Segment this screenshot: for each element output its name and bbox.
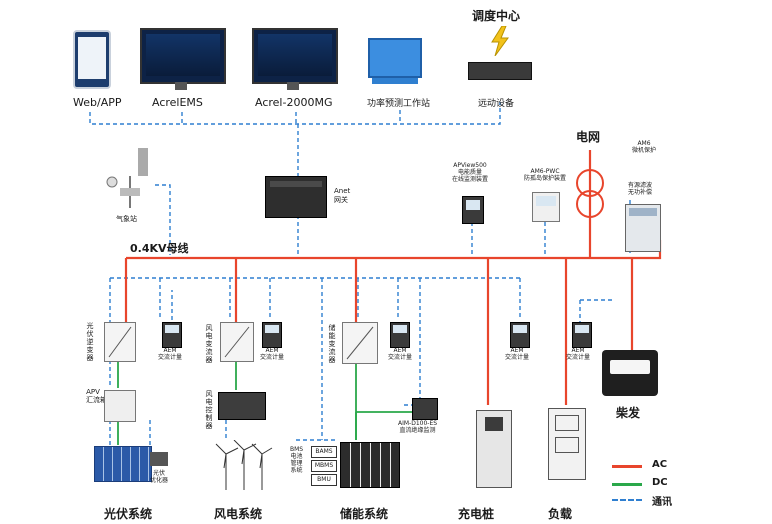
wind-meter-device (262, 322, 282, 348)
pv-meter-label: AEM 交流计量 (158, 347, 183, 361)
wind-controller-device (218, 392, 266, 420)
charger-title: 充电桩 (458, 507, 495, 521)
weather-station-icon (100, 148, 160, 210)
bams-box: BAMS (311, 446, 337, 458)
wind-meter-label: AEM 交流计量 (260, 347, 285, 361)
load-meter-device (572, 322, 592, 348)
mbms-text: MBMS (314, 462, 334, 469)
monitor-stand (175, 82, 187, 90)
pv-inverter-label: 光伏逆变器 (86, 322, 94, 362)
bmu-text: BMU (317, 476, 331, 483)
optimizer-icon (150, 452, 168, 466)
wind-turbine-icon (212, 439, 274, 490)
dispatch-center-label: 调度中心 (472, 9, 521, 23)
gateway-label: Anet 网关 (334, 187, 351, 204)
wind-system-title: 风电系统 (214, 507, 263, 521)
keyboard-icon (372, 78, 418, 84)
gateway-device (265, 176, 327, 218)
wind-controller-label: 风电控制器 (205, 390, 213, 430)
storage-system-title: 储能系统 (340, 507, 389, 521)
pq-monitor-device (462, 196, 484, 224)
load-cabinet-icon (548, 408, 586, 480)
pv-meter-device (162, 322, 182, 348)
anti-island-label: AM6-PWC 防孤岛保护装置 (524, 168, 567, 182)
bus-label: 0.4KV母线 (130, 242, 189, 255)
acrel-2000mg-monitor (252, 28, 338, 84)
dc-meter-label: AIM-D100-ES 直流绝缘监测 (398, 420, 438, 434)
storage-pcs-device (342, 322, 378, 364)
optimizer-label: 光伏 优化器 (150, 470, 169, 484)
pq-monitor-label: APView500 电能质量 在线监测装置 (452, 162, 489, 183)
pv-combiner-label: APV 汇流箱 (86, 388, 107, 404)
relay-label: AM6 微机保护 (632, 140, 657, 154)
acrel-2000mg-label: Acrel-2000MG (255, 96, 333, 109)
pv-combiner-device (104, 390, 136, 422)
workstation-icon (368, 38, 422, 78)
solar-panel-icon (94, 446, 152, 482)
diesel-generator-icon (602, 350, 658, 396)
storage-pcs-label: 储能变流器 (328, 324, 336, 364)
anti-island-device (532, 192, 560, 222)
storage-meter-device (390, 322, 410, 348)
acrel-ems-label: AcrelEMS (152, 96, 203, 109)
remote-device-label: 远动设备 (478, 99, 515, 109)
legend-dc-label: DC (652, 477, 668, 488)
var-comp-label: 有源滤波 无功补偿 (628, 182, 653, 196)
legend-dc-swatch (612, 483, 642, 486)
charger-meter-device (510, 322, 530, 348)
phone-device (73, 30, 111, 89)
load-meter-label: AEM 交流计量 (566, 347, 591, 361)
storage-meter-label: AEM 交流计量 (388, 347, 413, 361)
dc-meter-device (412, 398, 438, 420)
mbms-box: MBMS (311, 460, 337, 472)
comm-lines (89, 102, 631, 450)
forecast-station-label: 功率预测工作站 (367, 99, 431, 109)
dc-lines (117, 362, 420, 445)
ac-lines (124, 150, 662, 405)
legend-ac-swatch (612, 465, 642, 468)
charger-meter-label: AEM 交流计量 (505, 347, 530, 361)
monitor-stand (287, 82, 299, 90)
pv-inverter-device (104, 322, 136, 362)
legend-ac-label: AC (652, 459, 668, 470)
bams-text: BAMS (315, 448, 333, 455)
pv-system-title: 光伏系统 (104, 507, 153, 521)
bmu-box: BMU (311, 474, 337, 486)
web-app-label: Web/APP (73, 96, 122, 109)
load-title: 负载 (548, 507, 573, 521)
diesel-title: 柴发 (616, 406, 641, 420)
acrel-ems-monitor (140, 28, 226, 84)
transformer-icon (576, 169, 604, 218)
grid-label: 电网 (576, 130, 601, 144)
remote-device-box (468, 62, 532, 80)
var-comp-cabinet (625, 204, 661, 252)
legend-comm-swatch (612, 499, 642, 501)
charging-pile-icon (476, 410, 512, 488)
bms-label: BMS 电池 管理 系统 (290, 446, 304, 474)
weather-label: 气象站 (116, 215, 137, 223)
wind-converter-device (220, 322, 254, 362)
battery-rack-icon (340, 442, 400, 488)
wind-converter-label: 风电变流器 (205, 324, 213, 364)
lightning-icon (490, 25, 510, 57)
legend-comm-label: 通讯 (652, 497, 672, 508)
